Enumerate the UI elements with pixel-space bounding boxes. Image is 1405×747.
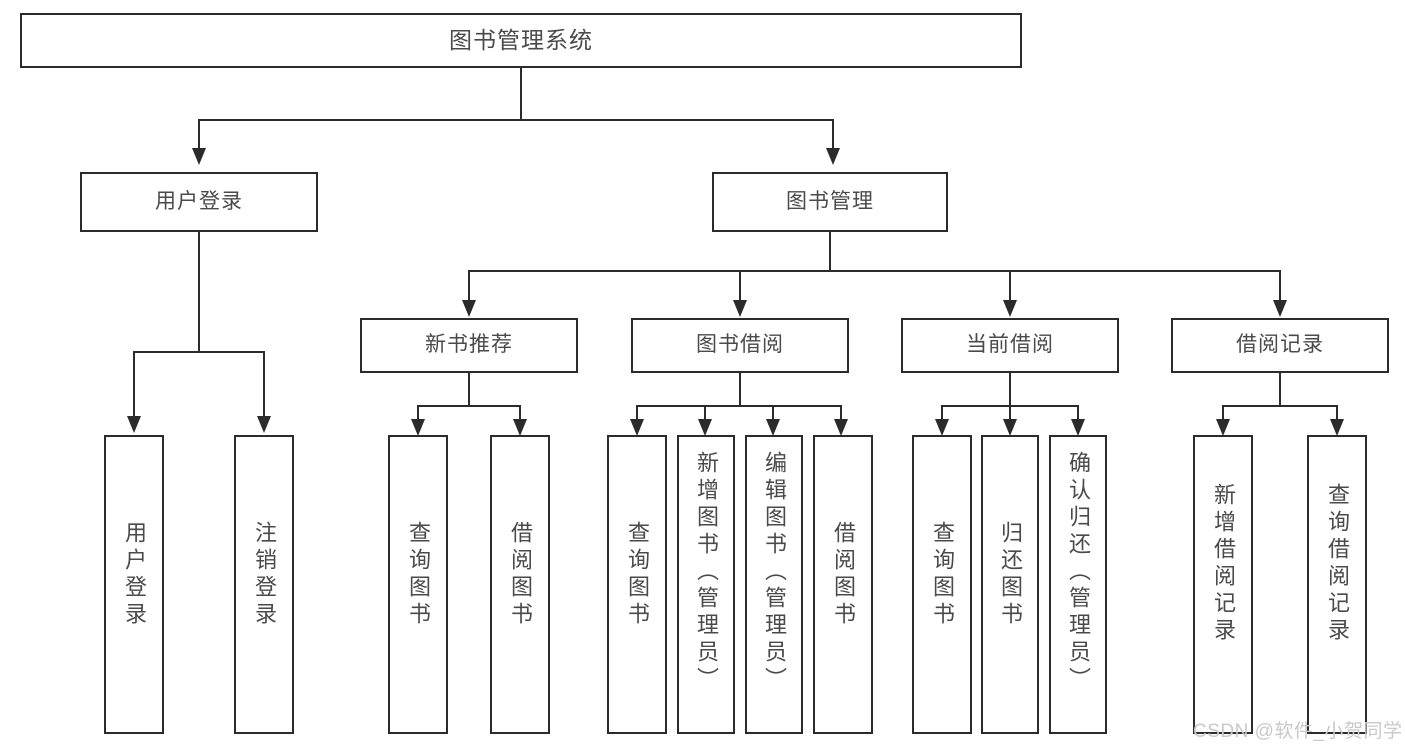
- arrow-to-current-borrow: [1003, 300, 1017, 317]
- node-label: 用户登录: [155, 189, 243, 213]
- arrow-to-leaf-edit-book: [766, 419, 780, 436]
- node-label: 借阅图书: [831, 521, 856, 629]
- leaf-add-book[interactable]: 新增图书（管理员）: [677, 435, 735, 734]
- connector-to-new-book: [468, 270, 470, 302]
- connector-book-borrow-bus: [636, 405, 842, 407]
- arrow-to-book-borrow: [733, 300, 747, 317]
- leaf-borrow-book-recommend[interactable]: 借阅图书: [490, 435, 550, 734]
- arrow-to-book-mgmt: [826, 148, 840, 165]
- connector-new-book-bus: [417, 405, 521, 407]
- node-label: 查询图书: [406, 521, 431, 629]
- arrow-to-leaf-user-login: [127, 416, 141, 433]
- connector-current-borrow-drop-1: [941, 405, 943, 423]
- connector-book-borrow-drop-2: [704, 405, 706, 423]
- arrow-to-leaf-add-record: [1216, 419, 1230, 436]
- node-label: 查询图书: [930, 521, 955, 629]
- connector-user-login-stem: [198, 232, 200, 352]
- leaf-borrow-book[interactable]: 借阅图书: [813, 435, 873, 734]
- leaf-return-book[interactable]: 归还图书: [981, 435, 1039, 734]
- connector-user-login-drop-2: [263, 351, 265, 418]
- arrow-to-leaf-query-book-1: [411, 419, 425, 436]
- node-current-borrow[interactable]: 当前借阅: [901, 318, 1119, 373]
- arrow-to-leaf-add-book: [698, 419, 712, 436]
- node-label: 归还图书: [998, 521, 1023, 629]
- leaf-confirm-return[interactable]: 确认归还（管理员）: [1049, 435, 1107, 734]
- leaf-query-book-recommend[interactable]: 查询图书: [388, 435, 448, 734]
- arrow-to-leaf-return-book: [1003, 419, 1017, 436]
- connector-new-book-stem: [468, 373, 470, 406]
- node-label: 借阅图书: [508, 521, 533, 629]
- connector-book-borrow-drop-4: [840, 405, 842, 423]
- connector-borrow-record-bus: [1222, 405, 1338, 407]
- connector-to-current-borrow: [1009, 270, 1011, 302]
- connector-borrow-record-drop-1: [1222, 405, 1224, 423]
- connector-root-to-book-mgmt: [832, 119, 834, 150]
- node-label: 借阅记录: [1236, 333, 1324, 357]
- node-label: 新书推荐: [425, 333, 513, 357]
- node-label: 图书管理: [786, 189, 874, 213]
- node-label: 用户登录: [122, 521, 147, 629]
- node-label: 图书管理系统: [449, 27, 593, 54]
- node-user-login[interactable]: 用户登录: [80, 172, 318, 232]
- arrow-to-borrow-record: [1273, 300, 1287, 317]
- leaf-edit-book[interactable]: 编辑图书（管理员）: [745, 435, 803, 734]
- connector-user-login-bus: [133, 351, 265, 353]
- connector-book-mgmt-bus: [468, 270, 1280, 272]
- connector-user-login-drop-1: [133, 351, 135, 418]
- node-book-borrow[interactable]: 图书借阅: [631, 318, 849, 373]
- connector-book-borrow-drop-1: [636, 405, 638, 423]
- connector-book-mgmt-stem: [829, 232, 831, 271]
- node-borrow-record[interactable]: 借阅记录: [1171, 318, 1389, 373]
- connector-borrow-record-drop-2: [1336, 405, 1338, 423]
- connector-new-book-drop-1: [417, 405, 419, 423]
- connector-book-borrow-drop-3: [772, 405, 774, 423]
- leaf-query-book-borrow[interactable]: 查询图书: [607, 435, 667, 734]
- leaf-query-book-current[interactable]: 查询图书: [912, 435, 972, 734]
- arrow-to-leaf-query-book-3: [935, 419, 949, 436]
- arrow-to-leaf-confirm-return: [1071, 419, 1085, 436]
- connector-root-stem: [520, 68, 522, 120]
- connector-to-book-borrow: [739, 270, 741, 302]
- node-label: 新增图书（管理员）: [694, 451, 719, 694]
- connector-root-bus: [198, 119, 834, 121]
- connector-current-borrow-stem: [1009, 373, 1011, 406]
- node-book-management[interactable]: 图书管理: [712, 172, 948, 232]
- node-label: 图书借阅: [696, 333, 784, 357]
- connector-current-borrow-drop-2: [1009, 405, 1011, 423]
- leaf-add-borrow-record[interactable]: 新增借阅记录: [1193, 435, 1253, 734]
- node-label: 确认归还（管理员）: [1066, 451, 1091, 694]
- leaf-query-borrow-record[interactable]: 查询借阅记录: [1307, 435, 1367, 734]
- node-new-book-recommend[interactable]: 新书推荐: [360, 318, 578, 373]
- arrow-to-user-login: [192, 148, 206, 165]
- node-label: 编辑图书（管理员）: [762, 451, 787, 694]
- arrow-to-leaf-borrow-book-2: [834, 419, 848, 436]
- arrow-to-new-book: [462, 300, 476, 317]
- arrow-to-leaf-borrow-book-1: [513, 419, 527, 436]
- arrow-to-leaf-query-book-2: [630, 419, 644, 436]
- leaf-user-login[interactable]: 用户登录: [104, 435, 164, 734]
- node-label: 查询图书: [625, 521, 650, 629]
- connector-borrow-record-stem: [1279, 373, 1281, 406]
- leaf-logout[interactable]: 注销登录: [234, 435, 294, 734]
- connector-new-book-drop-2: [519, 405, 521, 423]
- node-label: 查询借阅记录: [1325, 483, 1350, 645]
- connector-root-to-user-login: [198, 119, 200, 150]
- node-label: 注销登录: [252, 521, 277, 629]
- connector-book-borrow-stem: [739, 373, 741, 406]
- arrow-to-leaf-query-record: [1330, 419, 1344, 436]
- arrow-to-leaf-logout: [257, 416, 271, 433]
- connector-to-borrow-record: [1279, 270, 1281, 302]
- connector-current-borrow-drop-3: [1077, 405, 1079, 423]
- node-root-system[interactable]: 图书管理系统: [20, 13, 1022, 68]
- node-label: 当前借阅: [966, 333, 1054, 357]
- node-label: 新增借阅记录: [1211, 483, 1236, 645]
